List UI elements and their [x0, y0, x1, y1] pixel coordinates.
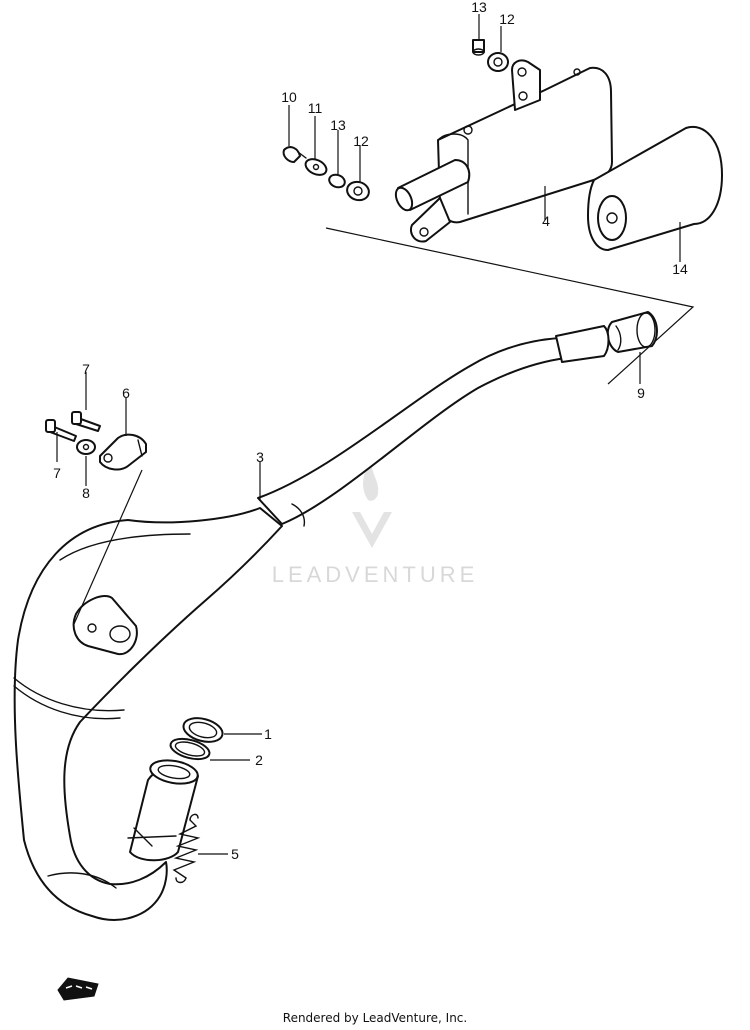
washer-part-8[interactable] [76, 439, 96, 455]
watermark-text: LEADVENTURE [272, 562, 479, 587]
collar-part-13a[interactable] [472, 39, 485, 56]
grommet-part-12a[interactable] [487, 52, 509, 72]
callout-7a: 7 [82, 361, 90, 377]
seal-part-9[interactable] [606, 311, 658, 353]
footer-credit: Rendered by LeadVenture, Inc. [282, 1011, 468, 1025]
callout-8: 8 [82, 485, 90, 501]
callout-14: 14 [672, 261, 688, 277]
assembly-bracket-lines [325, 227, 695, 385]
callout-13b: 13 [330, 117, 346, 133]
front-direction-arrow-icon [57, 977, 99, 1001]
callout-9: 9 [637, 385, 645, 401]
callout-12b: 12 [353, 133, 369, 149]
silencer-body-part-4[interactable] [393, 59, 613, 243]
spring-part-5[interactable] [172, 813, 201, 884]
callout-3: 3 [256, 449, 264, 465]
callout-leaders [56, 14, 681, 855]
callout-7b: 7 [53, 465, 61, 481]
callout-4: 4 [542, 213, 550, 229]
bolt-part-7a[interactable] [71, 411, 101, 432]
collar-part-13b[interactable] [327, 173, 346, 190]
callout-5: 5 [231, 846, 239, 862]
callout-2: 2 [255, 752, 263, 768]
callout-13a: 13 [471, 0, 487, 15]
bolt-part-7b[interactable] [45, 419, 77, 442]
exhaust-pipe-part-3[interactable] [13, 325, 610, 921]
callout-11: 11 [308, 100, 323, 116]
washer-part-11[interactable] [303, 156, 329, 178]
silencer-packing-part-14[interactable] [587, 125, 723, 251]
callout-6: 6 [122, 385, 130, 401]
grommet-part-12b[interactable] [345, 179, 371, 202]
gasket-part-1[interactable] [181, 714, 225, 746]
callout-12a: 12 [499, 11, 515, 27]
callout-10: 10 [281, 89, 297, 105]
callout-1: 1 [264, 726, 272, 742]
exhaust-flange-joint[interactable] [127, 757, 200, 862]
o-ring-part-2[interactable] [168, 735, 211, 763]
bolt-part-10[interactable] [282, 146, 307, 163]
bracket-part-6[interactable] [73, 433, 147, 625]
